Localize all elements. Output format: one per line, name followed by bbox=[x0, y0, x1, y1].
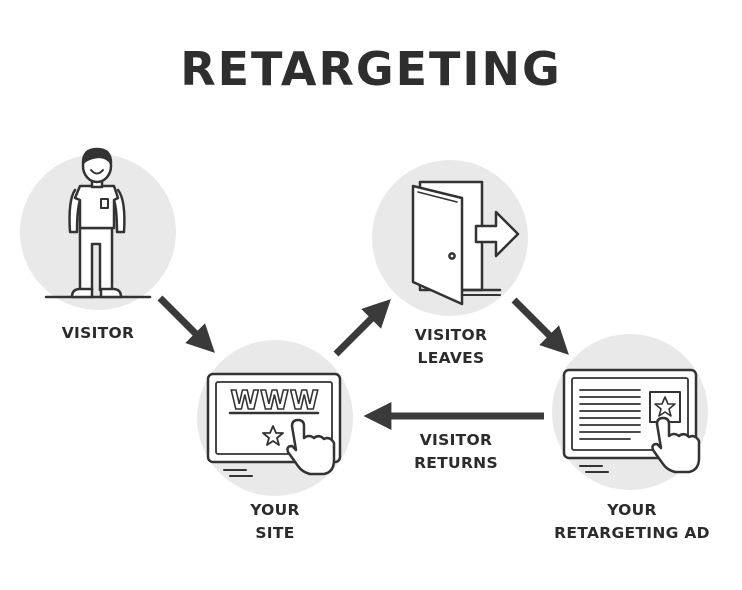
www-text: WWW bbox=[230, 386, 319, 416]
visitor-returns-label: VISITOR RETURNS bbox=[414, 431, 498, 472]
page-title: RETARGETING bbox=[180, 42, 562, 96]
website-screen-icon bbox=[206, 372, 342, 477]
visitor-leaves-label: VISITOR LEAVES bbox=[414, 326, 488, 367]
person-icon bbox=[44, 147, 152, 299]
open-door-exit-icon bbox=[411, 180, 520, 306]
arrow-visitor-to-site bbox=[157, 295, 215, 353]
visitor-label: VISITOR bbox=[61, 324, 135, 342]
arrow-leaves-to-ad bbox=[511, 297, 569, 355]
your-retargeting-ad-label: YOUR RETARGETING AD bbox=[554, 501, 710, 542]
arrow-site-to-leaves bbox=[333, 299, 391, 357]
ad-screen-icon bbox=[562, 368, 701, 474]
your-site-label: YOUR SITE bbox=[250, 501, 300, 542]
